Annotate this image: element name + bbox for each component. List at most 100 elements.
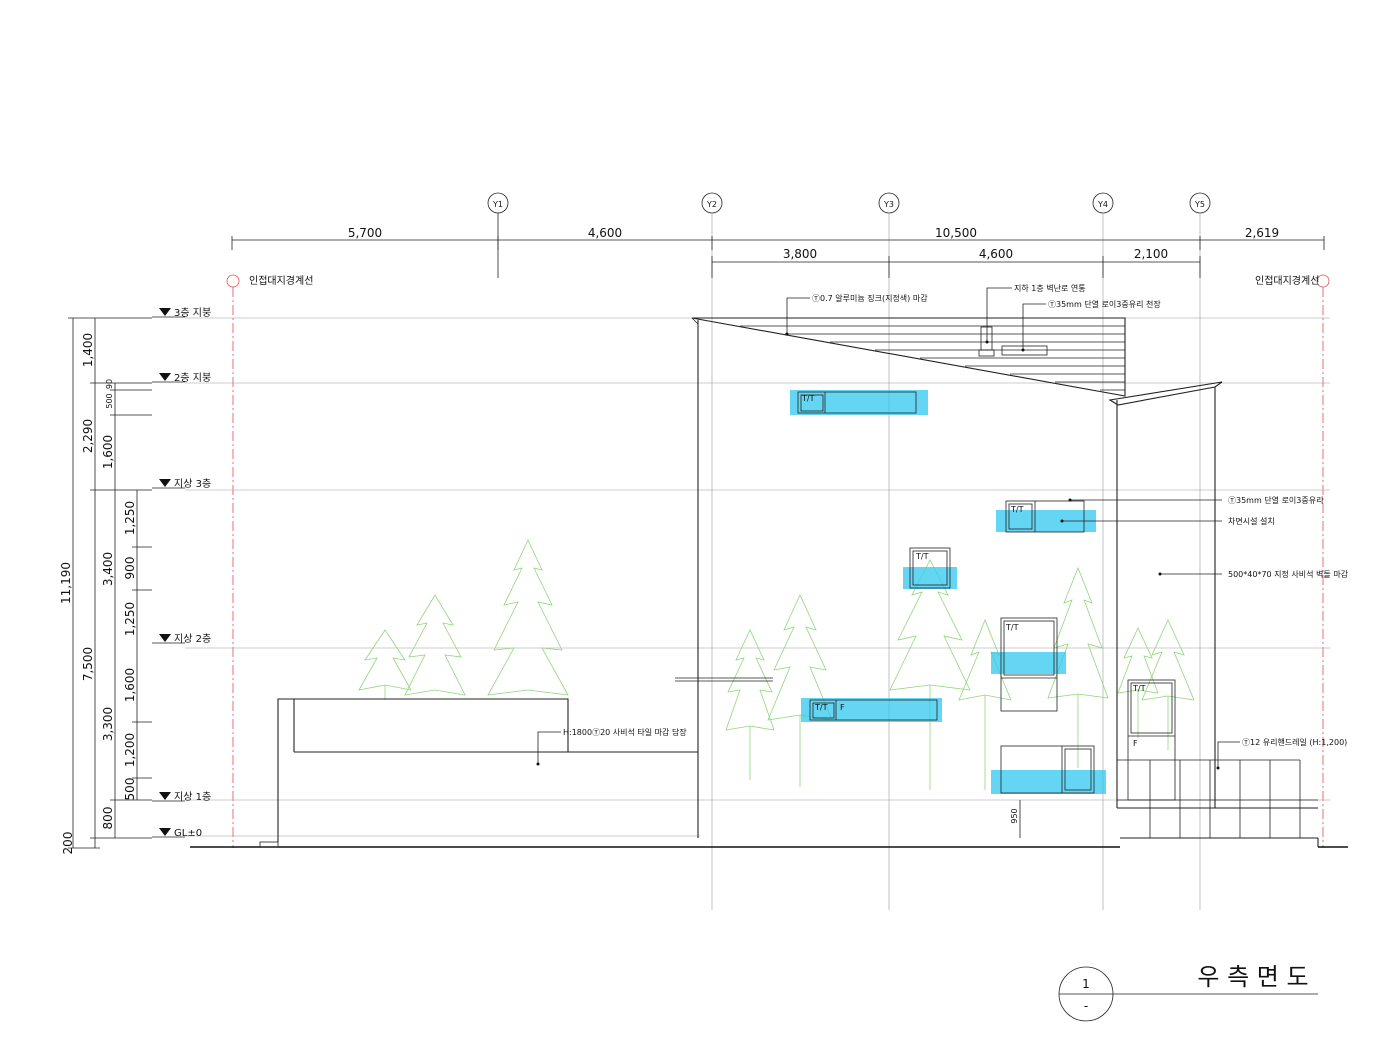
level-floor3: 지상 3층 <box>152 478 211 490</box>
note-handrail-text: Ⓣ12 유리핸드레일 (H:1,200) <box>1242 737 1347 747</box>
dim-2290: 2,290 <box>81 419 95 453</box>
grid-label-y2: Y2 <box>706 200 717 209</box>
level-label-roof2: 2층 지붕 <box>174 372 211 384</box>
window-upper-long: T/T <box>790 390 928 415</box>
window-3f-small: T/T <box>903 547 957 589</box>
dim-1200: 1,200 <box>123 733 137 767</box>
window-label-tt: T/T <box>1005 623 1019 632</box>
grid-y5: Y5 <box>1189 192 1211 910</box>
drawing-sheet: - <box>1084 999 1088 1013</box>
note-roof-finish-text: Ⓣ0.7 알루미늄 징크(지정색) 마감 <box>812 293 928 303</box>
window-label-tt: T/T <box>801 394 815 403</box>
dim-10500: 10,500 <box>935 226 977 240</box>
dim-1600-lower: 1,600 <box>123 668 137 702</box>
dim-900: 900 <box>123 557 137 580</box>
level-label-roof3: 3층 지붕 <box>174 307 211 319</box>
dim-1400: 1,400 <box>81 333 95 367</box>
level-floor2: 지상 2층 <box>152 633 211 645</box>
window-2f-long: T/T F <box>801 698 942 722</box>
dim-3400: 3,400 <box>101 552 115 586</box>
top-dimension-string: 5,700 4,600 10,500 2,619 3,800 4,600 2,1… <box>231 226 1325 278</box>
window-label-tt: T/T <box>1132 684 1146 693</box>
window-label-tt: T/T <box>915 552 929 561</box>
window-label-f: F <box>1133 739 1138 748</box>
note-brick-text: 500*40*70 지정 사비석 벽돌 마감 <box>1228 569 1349 579</box>
dim-4600-sub: 4,600 <box>979 247 1013 261</box>
dim-950-group: 950 <box>1010 800 1021 838</box>
level-lines <box>185 317 1330 837</box>
drawing-number: 1 <box>1082 977 1090 991</box>
landscape-trees <box>358 539 1195 790</box>
level-gl: GL±0 <box>152 828 202 839</box>
note-screen: 차면시설 설치 <box>1060 516 1275 526</box>
note-chimney: 지하 1층 벽난로 연통 <box>985 283 1086 344</box>
drawing-title: 우 측 면 도 <box>1197 963 1308 991</box>
windows: T/T T/T T/T T/T <box>790 390 1176 801</box>
window-label-tt: T/T <box>814 703 828 712</box>
window-1f-large <box>991 745 1106 794</box>
tree <box>358 629 412 700</box>
dim-3300: 3,300 <box>101 707 115 741</box>
grid-label-y1: Y1 <box>492 200 503 209</box>
dim-2619: 2,619 <box>1245 226 1279 240</box>
dim-4600-top: 4,600 <box>588 226 622 240</box>
boundary-label-left: 인접대지경계선 <box>249 274 313 287</box>
level-roof3: 3층 지붕 <box>152 307 211 319</box>
dim-950: 950 <box>1010 808 1019 823</box>
note-skylight-text: Ⓣ35mm 단열 로이3중유리 천장 <box>1048 299 1161 309</box>
dim-5700: 5,700 <box>348 226 382 240</box>
window-label-tt: T/T <box>1010 505 1024 514</box>
left-dimension-chains: 11,190 1,400 2,290 7,500 200 500 90 1,60… <box>59 317 152 855</box>
window-2f-tall: T/T <box>991 617 1066 712</box>
note-fence: H:1800Ⓣ20 사비석 타일 마감 담장 <box>536 727 687 766</box>
note-screen-text: 차면시설 설치 <box>1228 516 1275 526</box>
level-floor1: 지상 1층 <box>152 791 211 803</box>
level-roof2: 2층 지붕 <box>152 372 211 384</box>
note-handrail: Ⓣ12 유리핸드레일 (H:1,200) <box>1216 737 1347 770</box>
grid-label-y3: Y3 <box>883 200 894 209</box>
dim-1250-a: 1,250 <box>123 501 137 535</box>
grid-y3: Y3 <box>878 192 900 910</box>
dim-90: 90 <box>105 379 114 389</box>
title-block: 1 - 우 측 면 도 <box>1058 963 1318 1022</box>
dim-500-upper: 500 <box>105 393 114 408</box>
note-fence-text: H:1800Ⓣ20 사비석 타일 마감 담장 <box>563 727 687 737</box>
grid-axes: Y1 Y2 Y3 Y4 Y5 <box>487 192 1211 910</box>
annotations: Ⓣ0.7 알루미늄 징크(지정색) 마감 지하 1층 벽난로 연통 Ⓣ35mm … <box>536 283 1349 770</box>
note-roof-finish: Ⓣ0.7 알루미늄 징크(지정색) 마감 <box>785 293 928 336</box>
grid-label-y4: Y4 <box>1097 200 1108 209</box>
window-3f-right: T/T <box>996 500 1096 533</box>
grid-label-y5: Y5 <box>1194 200 1205 209</box>
tree <box>1141 619 1195 750</box>
dim-1250-b: 1,250 <box>123 602 137 636</box>
level-label-floor1: 지상 1층 <box>174 791 211 803</box>
window-right-tall: T/T F <box>1127 679 1176 801</box>
boundary-lines: 인접대지경계선 인접대지경계선 <box>226 274 1330 848</box>
dim-1600-upper: 1,600 <box>101 435 115 469</box>
dim-11190: 11,190 <box>59 562 73 604</box>
grid-y1: Y1 <box>487 192 509 278</box>
tree <box>767 594 833 787</box>
note-brick: 500*40*70 지정 사비석 벽돌 마감 <box>1158 569 1349 579</box>
window-label-f: F <box>840 703 845 712</box>
level-label-floor2: 지상 2층 <box>174 633 211 645</box>
grid-y2: Y2 <box>701 192 723 910</box>
note-chimney-text: 지하 1층 벽난로 연통 <box>1014 283 1086 293</box>
building-outline <box>190 317 1348 848</box>
dim-500-lower: 500 <box>123 778 137 801</box>
tree <box>404 594 466 696</box>
level-markers: 3층 지붕 2층 지붕 지상 3층 지상 2층 지상 1층 GL±0 <box>152 307 211 839</box>
tree <box>1117 627 1159 738</box>
dim-7500: 7,500 <box>81 647 95 681</box>
note-glass: Ⓣ35mm 단열 로이3중유리 <box>1068 495 1323 505</box>
tree <box>725 629 775 780</box>
level-label-gl: GL±0 <box>174 828 202 839</box>
tree <box>958 618 1012 790</box>
tree <box>487 539 569 696</box>
dim-3800: 3,800 <box>783 247 817 261</box>
dim-200: 200 <box>61 832 75 855</box>
dim-2100: 2,100 <box>1134 247 1168 261</box>
dim-800: 800 <box>101 807 115 830</box>
